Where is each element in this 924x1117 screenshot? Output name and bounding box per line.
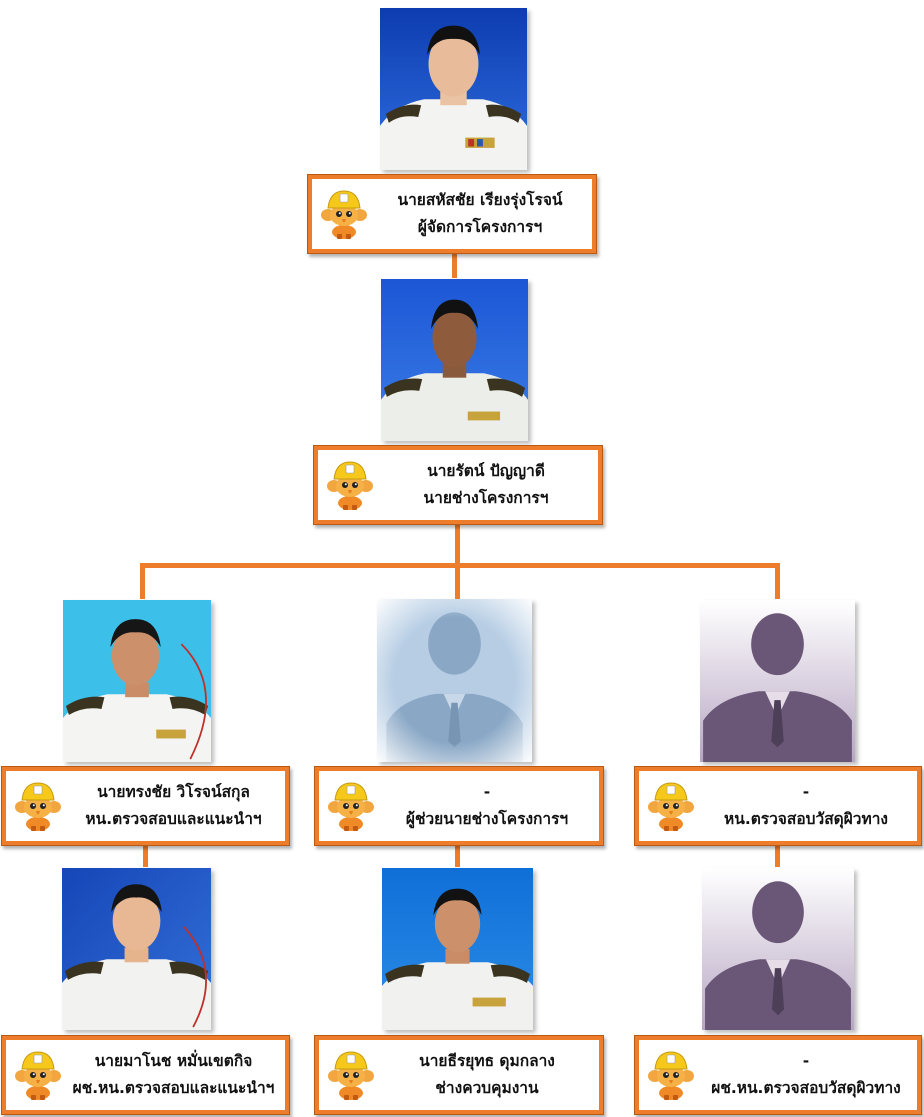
connector-left-drop	[140, 563, 145, 599]
middle-card: - ผู้ช่วยนายช่างโครงการฯ	[314, 766, 604, 846]
connector-middle-drop	[455, 563, 460, 599]
engineer-name: นายรัตน์ ปัญญาดี	[427, 462, 545, 480]
orange-helmet-mascot-icon	[14, 780, 62, 832]
person-silhouette-icon	[703, 613, 852, 762]
middle-position: ผู้ช่วยนายช่างโครงการฯ	[405, 810, 569, 828]
left-photo	[63, 600, 211, 762]
middle-sub-name: นายธีรยุทธ ดุมกลาง	[419, 1052, 555, 1070]
engineer-position: นายช่างโครงการฯ	[423, 489, 549, 507]
manager-photo	[380, 8, 527, 170]
manager-position: ผู้จัดการโครงการฯ	[417, 218, 543, 236]
left-sub-position: ผช.หน.ตรวจสอบและแนะนำฯ	[72, 1079, 275, 1097]
right-card: - หน.ตรวจสอบวัสดุผิวทาง	[634, 766, 922, 846]
connector-left-sub	[143, 845, 148, 867]
left-card: นายทรงชัย วิโรจน์สกุล หน.ตรวจสอบและแนะนำ…	[1, 766, 290, 846]
connector-middle-sub	[455, 845, 460, 867]
connector-manager-engineer	[452, 254, 457, 278]
middle-photo	[377, 599, 532, 762]
middle-sub-photo	[382, 868, 533, 1030]
manager-name: นายสหัสชัย เรียงรุ่งโรจน์	[397, 191, 563, 209]
orange-helmet-mascot-icon	[647, 1049, 695, 1101]
middle-sub-position: ช่างควบคุมงาน	[435, 1079, 539, 1097]
middle-name: -	[483, 783, 491, 801]
connector-right-sub	[775, 845, 780, 867]
orange-helmet-mascot-icon	[647, 780, 695, 832]
orange-helmet-mascot-icon	[327, 1049, 375, 1101]
left-position: หน.ตรวจสอบและแนะนำฯ	[85, 810, 262, 828]
left-name: นายทรงชัย วิโรจน์สกุล	[97, 783, 250, 801]
right-position: หน.ตรวจสอบวัสดุผิวทาง	[724, 810, 888, 828]
orange-helmet-mascot-icon	[14, 1049, 62, 1101]
connector-engineer-down	[455, 524, 460, 564]
right-sub-card: - ผช.หน.ตรวจสอบวัสดุผิวทาง	[634, 1035, 922, 1115]
person-silhouette-icon	[705, 881, 851, 1030]
orange-helmet-mascot-icon	[326, 459, 374, 511]
left-sub-name: นายมาโนช หมั่นเขตกิจ	[94, 1052, 253, 1070]
engineer-photo	[381, 279, 528, 441]
engineer-card: นายรัตน์ ปัญญาดี นายช่างโครงการฯ	[313, 445, 603, 525]
right-sub-position: ผช.หน.ตรวจสอบวัสดุผิวทาง	[711, 1079, 901, 1097]
right-sub-name: -	[802, 1052, 810, 1070]
right-sub-photo	[702, 868, 854, 1030]
right-photo	[700, 600, 855, 762]
left-sub-photo	[62, 868, 211, 1030]
connector-right-drop	[775, 563, 780, 599]
connector-horizontal	[140, 563, 780, 568]
right-name: -	[802, 783, 810, 801]
left-sub-card: นายมาโนช หมั่นเขตกิจ ผช.หน.ตรวจสอบและแนะ…	[1, 1035, 290, 1115]
orange-helmet-mascot-icon	[320, 188, 368, 240]
manager-card: นายสหัสชัย เรียงรุ่งโรจน์ ผู้จัดการโครงก…	[307, 174, 597, 254]
middle-sub-card: นายธีรยุทธ ดุมกลาง ช่างควบคุมงาน	[314, 1035, 604, 1115]
orange-helmet-mascot-icon	[327, 780, 375, 832]
